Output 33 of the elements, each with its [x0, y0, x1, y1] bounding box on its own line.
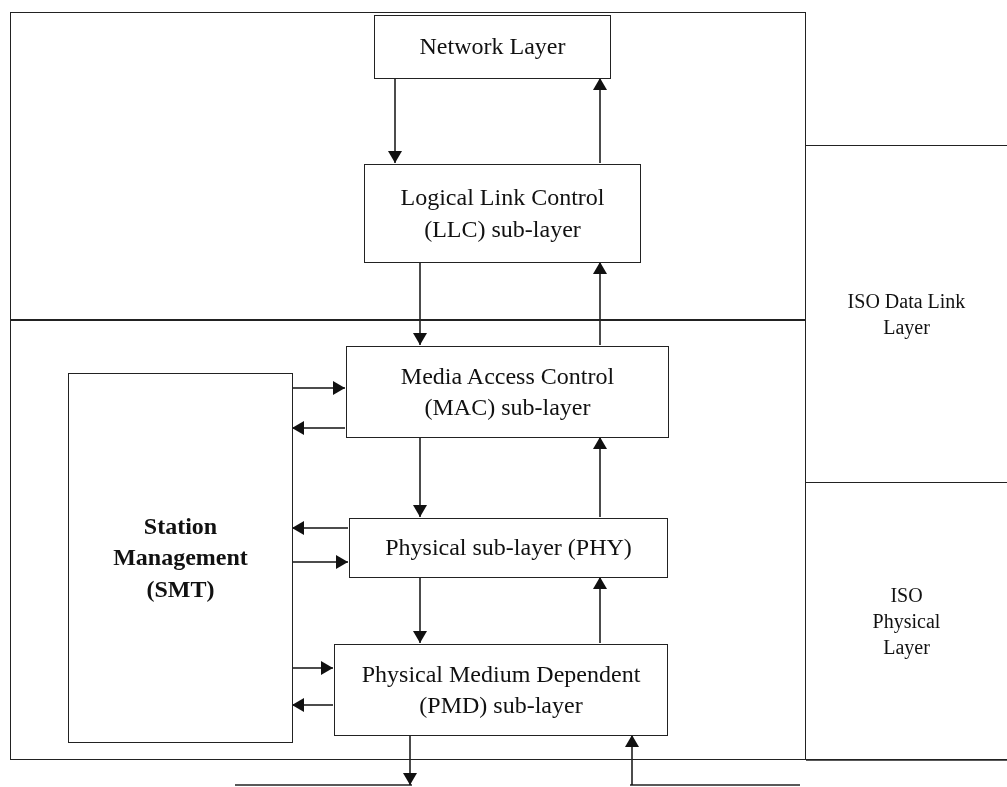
iso-layer-band [806, 482, 1007, 760]
sublayer-box [349, 518, 668, 578]
arrow [413, 576, 427, 644]
arrow [593, 261, 607, 346]
sublayer-box [334, 644, 668, 736]
arrow [625, 734, 639, 786]
layer-region-box [10, 12, 806, 320]
arrow [291, 521, 349, 535]
layer-label: Network Layer [419, 32, 566, 62]
arrow [291, 421, 346, 435]
layer-label: Physical Medium Dependent (PMD) sub-layer [360, 659, 642, 720]
arrow [413, 436, 427, 518]
layer-label: Station Management (SMT) [112, 512, 249, 604]
layer-region-box [10, 320, 806, 760]
arrow [593, 77, 607, 164]
layer-label: Logical Link Control (LLC) sub-layer [399, 183, 606, 244]
arrow [291, 661, 334, 675]
arrow [291, 381, 346, 395]
station-management-box [68, 373, 293, 743]
arrow [593, 576, 607, 644]
layer-label: Media Access Control (MAC) sub-layer [399, 361, 616, 422]
sublayer-box [346, 346, 669, 438]
layer-label: ISO Physical Layer [871, 583, 942, 660]
arrow [291, 698, 334, 712]
arrow [291, 555, 349, 569]
arrow [403, 734, 417, 786]
sublayer-box [364, 164, 641, 263]
sublayer-box [374, 15, 611, 79]
arrow [593, 436, 607, 518]
arrow [413, 261, 427, 346]
layer-label: Physical sub-layer (PHY) [385, 533, 632, 563]
layer-label: ISO Data Link Layer [846, 289, 967, 340]
arrow [388, 77, 402, 164]
